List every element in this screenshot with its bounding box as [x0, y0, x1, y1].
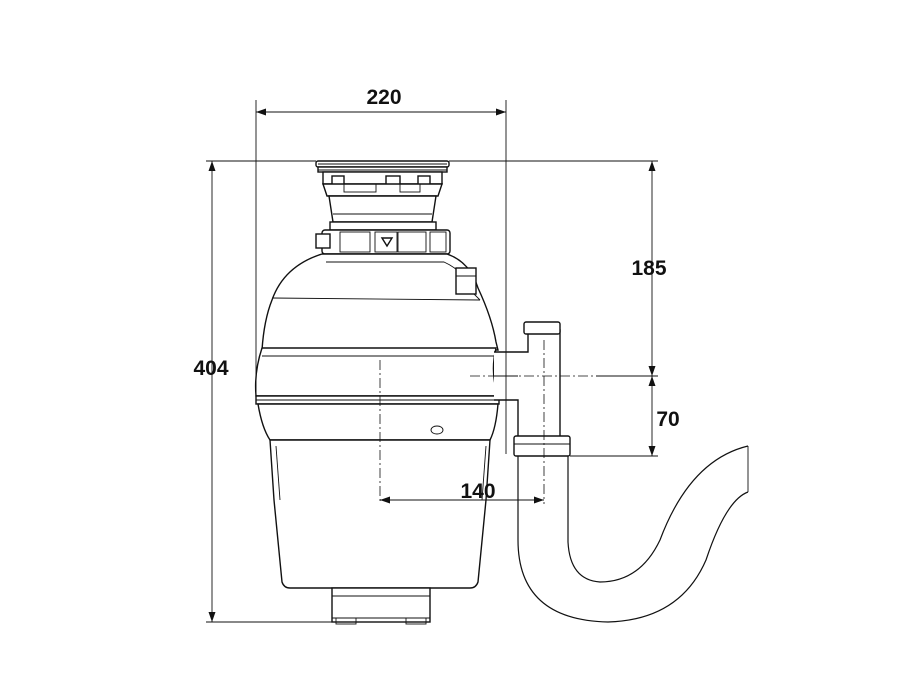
- upper-housing: [261, 253, 499, 351]
- mounting-ring: [315, 221, 451, 255]
- disposer-unit: [254, 160, 500, 625]
- lower-housing: [257, 403, 499, 589]
- dimension-top-to-outlet: 185: [449, 160, 667, 377]
- dimension-width: 220: [255, 86, 507, 454]
- dimension-center-to-trap: 140: [380, 480, 544, 504]
- center-to-trap-label: 140: [460, 480, 495, 503]
- outlet-drop-label: 70: [656, 408, 679, 431]
- dimension-outlet-drop: 70: [570, 376, 680, 457]
- sink-flange: [315, 160, 450, 223]
- main-band: [254, 347, 500, 405]
- dimension-height: 404: [193, 160, 356, 623]
- height-label: 404: [193, 357, 228, 380]
- base-cap: [331, 587, 431, 625]
- drain-trap: [494, 321, 749, 623]
- centerlines: [379, 340, 596, 504]
- width-label: 220: [366, 86, 401, 109]
- top-to-outlet-label: 185: [631, 257, 666, 280]
